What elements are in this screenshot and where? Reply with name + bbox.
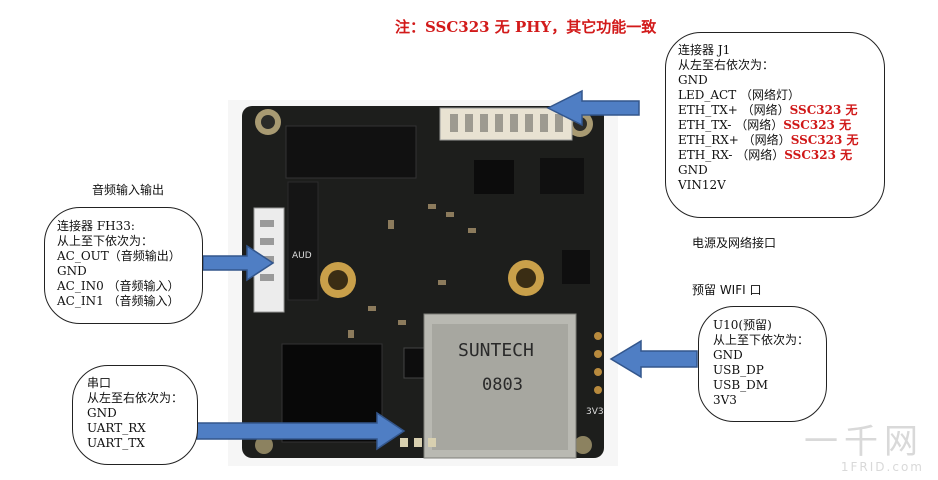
uart-line: GND xyxy=(87,406,117,420)
u10-line: U10(预留) xyxy=(713,318,772,332)
watermark-small: 1FRID.com xyxy=(840,460,924,474)
network-transformer xyxy=(285,125,417,179)
uart-line: 从左至右依次为： xyxy=(87,391,184,405)
u10-pads xyxy=(594,332,602,394)
sd-brand: SUNTECH xyxy=(458,340,534,361)
watermark: 一千网 1FRID.com xyxy=(804,424,924,474)
label-wifi: 预留 WIFI 口 xyxy=(692,283,762,297)
callout-uart: 串口 从左至右依次为： GND UART_RX UART_TX xyxy=(72,365,198,465)
j1-line: ETH_RX- （网络）SSC323 无 xyxy=(678,148,853,162)
watermark-big: 一千网 xyxy=(804,422,924,462)
j1-line: ETH_TX- （网络）SSC323 无 xyxy=(678,118,852,132)
fh33-line: 从上至下依次为： xyxy=(57,234,154,248)
j1-line: ETH_TX+ （网络）SSC323 无 xyxy=(678,103,858,117)
callout-fh33: 连接器 FH33: 从上至下依次为： AC_OUT（音频输出） GND AC_I… xyxy=(44,207,203,324)
top-note: 注：SSC323 无 PHY，其它功能一致 xyxy=(395,18,657,36)
callout-u10: U10(预留) 从上至下依次为： GND USB_DP USB_DM 3V3 xyxy=(698,306,827,422)
j1-line: GND xyxy=(678,163,708,177)
arrow-to-fh33 xyxy=(202,244,275,282)
u10-line: GND xyxy=(713,348,743,362)
j1-line: 从左至右依次为： xyxy=(678,58,775,72)
callout-j1: 连接器 J1 从左至右依次为： GND LED_ACT （网络灯） ETH_TX… xyxy=(665,32,885,218)
fh33-line: 连接器 FH33: xyxy=(57,219,135,233)
uart-line: UART_RX xyxy=(87,421,146,435)
j1-line: GND xyxy=(678,73,708,87)
uart-line: UART_TX xyxy=(87,436,145,450)
power-ic xyxy=(474,160,514,194)
u10-line: USB_DM xyxy=(713,378,769,392)
fh33-line: AC_IN0 （音频输入） xyxy=(57,279,180,293)
fh33-line: AC_IN1 （音频输入） xyxy=(57,294,180,308)
j1-connector xyxy=(439,107,573,141)
j1-line: ETH_RX+ （网络）SSC323 无 xyxy=(678,133,859,147)
u10-line: 从上至下依次为： xyxy=(713,333,810,347)
label-power-network: 电源及网络接口 xyxy=(692,236,777,250)
j1-line: VIN12V xyxy=(678,178,726,192)
arrow-to-uart xyxy=(196,411,406,451)
sd-code: 0803 xyxy=(482,375,523,395)
arrow-to-j1 xyxy=(546,89,640,127)
arrow-to-u10 xyxy=(609,339,698,379)
fh33-line: GND xyxy=(57,264,87,278)
uart-pads xyxy=(400,438,436,447)
uart-line: 串口 xyxy=(87,376,112,390)
u10-line: USB_DP xyxy=(713,363,764,377)
j1-line: 连接器 J1 xyxy=(678,43,731,57)
silk-3v3: 3V3 xyxy=(586,407,604,417)
sd-card-slot: SUNTECH 0803 xyxy=(423,313,577,459)
j1-line: LED_ACT （网络灯） xyxy=(678,88,801,102)
silk-aud: AUD xyxy=(292,251,312,261)
label-audio: 音频输入输出 xyxy=(92,183,165,197)
fh33-line: AC_OUT（音频输出） xyxy=(57,249,181,263)
u10-line: 3V3 xyxy=(713,393,737,407)
